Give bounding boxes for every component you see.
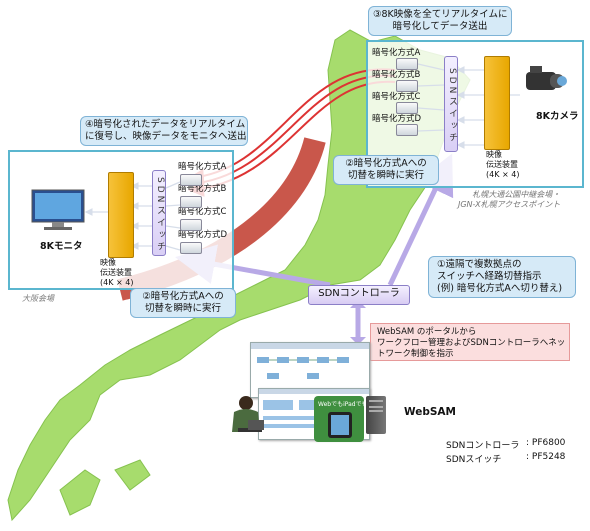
sapporo-transmission-device <box>484 56 510 150</box>
sapporo-enc-label-a: 暗号化方式A <box>372 48 421 58</box>
japan-map <box>7 29 471 522</box>
server-icon <box>366 396 386 434</box>
operator-icon <box>226 394 266 444</box>
tablet-icon <box>328 412 352 438</box>
osaka-site-name: 大阪会場 <box>22 294 54 303</box>
sapporo-site-name: 札幌大通公園中継会場・ JGN-X札幌アクセスポイント <box>458 190 561 209</box>
websam-note: WebSAM のポータルから ワークフロー管理およびSDNコントローラへネッ ト… <box>370 323 570 361</box>
osaka-enc-label-c: 暗号化方式C <box>178 207 227 217</box>
sapporo-sdn-switch: SDNスイッチ <box>444 56 458 152</box>
camera-icon <box>520 64 568 100</box>
websam-label: WebSAM <box>404 406 456 418</box>
sapporo-enc-label-b: 暗号化方式B <box>372 70 421 80</box>
spec-switch-name: SDNスイッチ <box>446 455 502 465</box>
osaka-decryptor-d <box>180 242 202 254</box>
sapporo-encryptor-b <box>396 80 418 92</box>
osaka-decryptor-a <box>180 174 202 186</box>
monitor-icon <box>30 188 86 232</box>
osaka-enc-label-d: 暗号化方式D <box>178 230 228 240</box>
tablet-caption: WebでもiPadでも <box>318 401 368 408</box>
osaka-sdn-switch: SDNスイッチ <box>152 170 166 256</box>
spec-controller-name: SDNコントローラ <box>446 441 520 451</box>
sapporo-enc-label-c: 暗号化方式C <box>372 92 421 102</box>
spec-controller-value: : PF6800 <box>526 438 566 448</box>
callout-step4: ④暗号化されたデータをリアルタイム に復号し、映像データをモニタへ送出 <box>80 116 248 146</box>
osaka-enc-label-b: 暗号化方式B <box>178 184 227 194</box>
monitor-label: 8Kモニタ <box>40 241 83 252</box>
osaka-decryptor-c <box>180 219 202 231</box>
sdn-controller: SDNコントローラ <box>308 285 410 305</box>
callout-step3: ③8K映像を全てリアルタイムに 暗号化してデータ送出 <box>368 6 512 36</box>
callout-step2-osaka: ②暗号化方式Aへの 切替を瞬時に実行 <box>130 288 236 318</box>
tablet-box: WebでもiPadでも <box>314 396 368 442</box>
sapporo-encryptor-c <box>396 102 418 114</box>
osaka-device-label: 映像 伝送装置 (4K × 4) <box>100 258 134 287</box>
osaka-transmission-device <box>108 172 134 258</box>
osaka-enc-label-a: 暗号化方式A <box>178 162 227 172</box>
sapporo-enc-label-d: 暗号化方式D <box>372 114 422 124</box>
spec-switch-value: : PF5248 <box>526 452 566 462</box>
sapporo-encryptor-d <box>396 124 418 136</box>
callout-step2-sapporo: ②暗号化方式Aへの 切替を瞬時に実行 <box>333 155 439 185</box>
osaka-decryptor-b <box>180 196 202 208</box>
callout-step1: ①遠隔で複数拠点の スイッチへ経路切替指示 (例) 暗号化方式Aへ切り替え) <box>428 256 576 298</box>
sapporo-device-label: 映像 伝送装置 (4K × 4) <box>486 150 520 179</box>
camera-label: 8Kカメラ <box>536 111 579 122</box>
sapporo-encryptor-a <box>396 58 418 70</box>
